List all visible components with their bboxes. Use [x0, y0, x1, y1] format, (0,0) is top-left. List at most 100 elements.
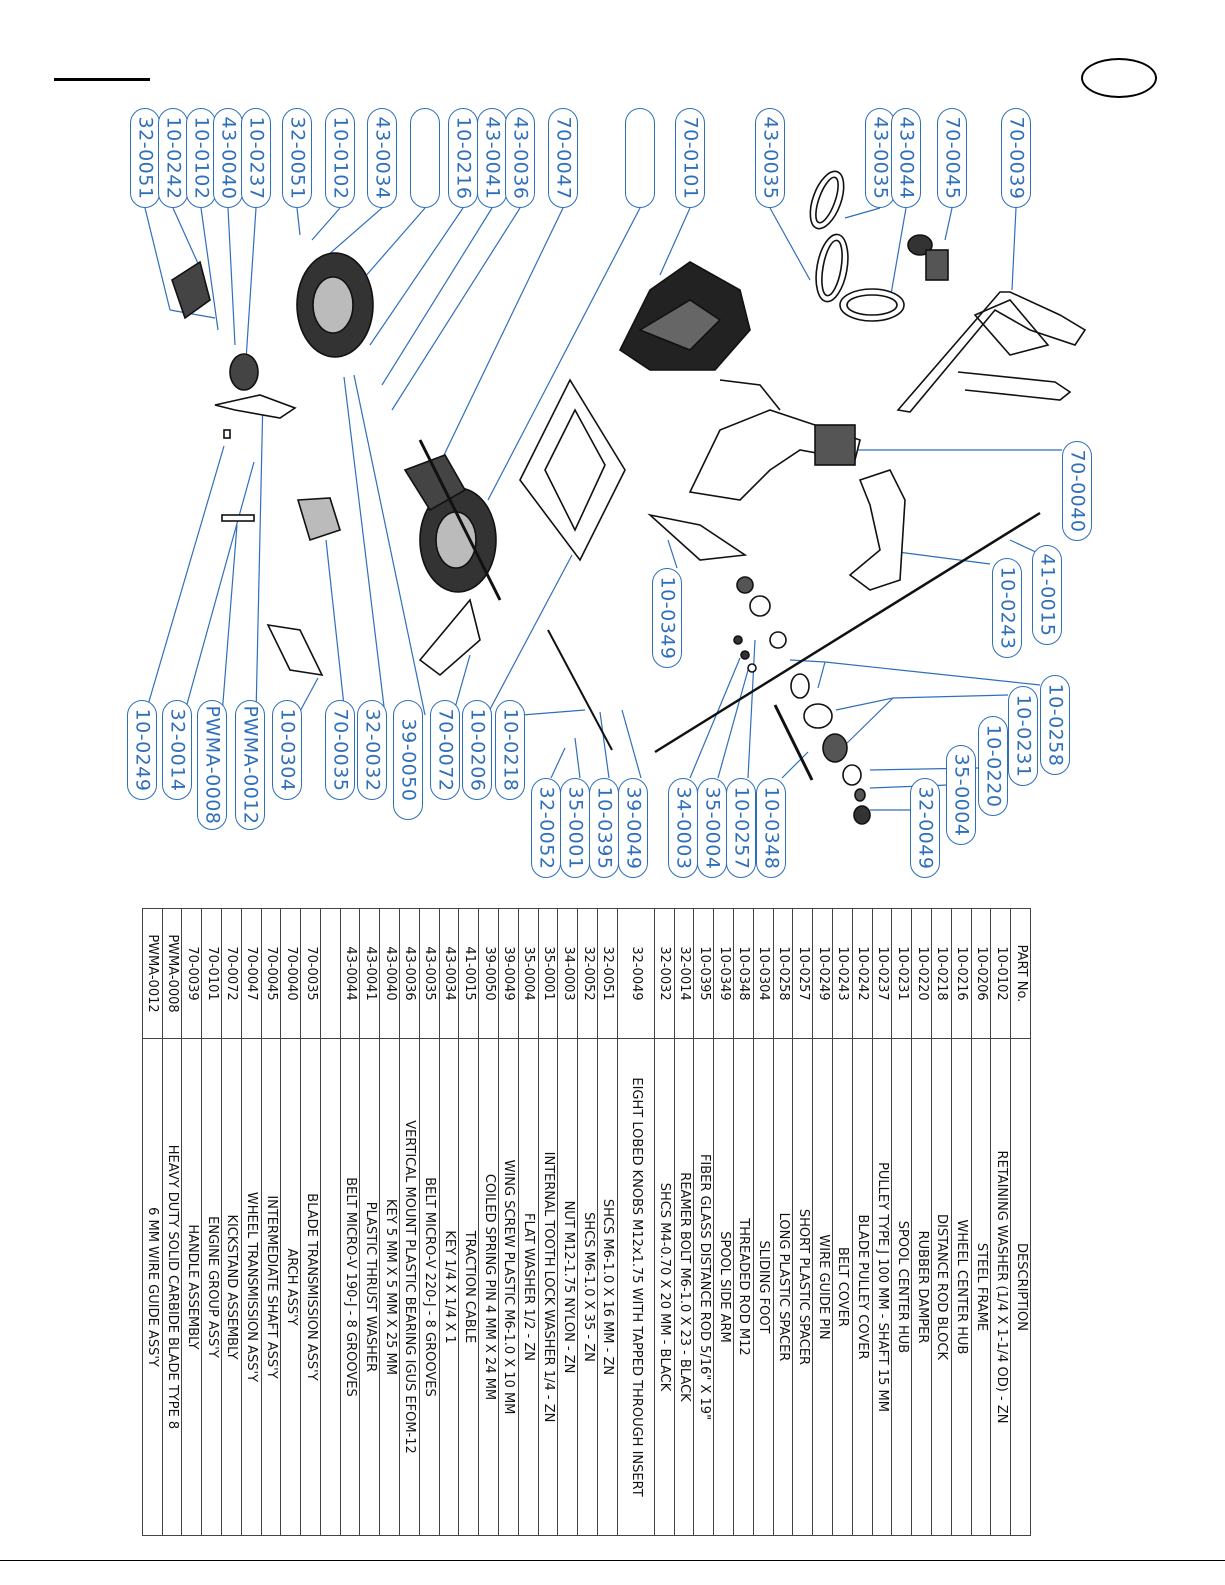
- part-number-cell: 70-0101: [201, 908, 222, 1039]
- description-cell: 6 MM WIRE GUIDE ASS'Y: [142, 1038, 163, 1536]
- callout-35-0004-a: 35-0004: [946, 745, 976, 845]
- callout-32-0051-b: 32-0051: [282, 108, 312, 208]
- part-number-cell: 70-0047: [241, 908, 262, 1039]
- description-cell: BELT MICRO-V 190-J - 8 GROOVES: [340, 1038, 360, 1536]
- callout-43-0036: 43-0036: [505, 108, 535, 208]
- callout-43-0041: 43-0041: [477, 108, 507, 208]
- part-number-cell: 35-0001: [538, 908, 558, 1039]
- description-cell: SPOOL CENTER HUB: [891, 1038, 912, 1536]
- description-cell: KICKSTAND ASSEMBLY: [221, 1038, 242, 1536]
- part-number-cell: 43-0034: [439, 908, 459, 1039]
- part-sketches: [171, 170, 1087, 825]
- description-cell: SHORT PLASTIC SPACER: [792, 1038, 813, 1536]
- description-cell: RETAINING WASHER (1/4 X 1-1/4 OD) - ZN: [990, 1038, 1011, 1536]
- description-cell: WING SCREW PLASTIC M6-1.0 X 10 MM: [498, 1038, 519, 1536]
- exploded-parts-diagram: [144, 170, 1087, 825]
- part-number-cell: 70-0039: [181, 908, 202, 1039]
- description-cell: NUT M12-1.75 NYLON - ZN: [557, 1038, 578, 1536]
- description-cell: FIBER GLASS DISTANCE ROD 5/16" X 19": [693, 1038, 714, 1536]
- page-number-oval: [1081, 58, 1157, 98]
- part-number-cell: 39-0049: [498, 908, 519, 1039]
- leader-lines: [144, 207, 1062, 811]
- part-number-cell: 10-0231: [891, 908, 912, 1039]
- callout-70-0047: 70-0047: [548, 108, 578, 208]
- callout-70-0035: 70-0035: [325, 700, 355, 800]
- callout-10-0395: 10-0395: [589, 778, 619, 878]
- callout-43-0044: 43-0044: [891, 108, 921, 208]
- part-number-cell: 10-0257: [792, 908, 813, 1039]
- description-cell: ENGINE GROUP ASS'Y: [201, 1038, 222, 1536]
- part-number-cell: 34-0003: [557, 908, 578, 1039]
- callout-10-0243: 10-0243: [992, 558, 1022, 658]
- callout-10-0206: 10-0206: [462, 700, 492, 800]
- callout-blank-a: [410, 108, 440, 208]
- callout-34-0003: 34-0003: [668, 778, 698, 878]
- callout-10-0349: 10-0349: [652, 568, 682, 668]
- description-cell: HEAVY DUTY SOLID CARBIDE BLADE TYPE 8: [162, 1038, 182, 1536]
- description-cell: SHCS M6-1.0 X 35 - ZN: [577, 1038, 598, 1536]
- part-number-cell: 43-0035: [419, 908, 440, 1039]
- callout-10-0348: 10-0348: [756, 778, 786, 878]
- description-cell: FLAT WASHER 1/2 - ZN: [518, 1038, 539, 1536]
- callout-43-0035-b: 43-0035: [865, 108, 895, 208]
- description-cell: LONG PLASTIC SPACER: [773, 1038, 793, 1536]
- callout-10-0231: 10-0231: [1008, 686, 1038, 786]
- footer-rule: [0, 1560, 1225, 1561]
- part-number-cell: 32-0049: [617, 908, 655, 1039]
- description-cell: EIGHT LOBED KNOBS M12x1.75 WITH TAPPED T…: [617, 1038, 655, 1536]
- callout-10-0258: 10-0258: [1040, 675, 1070, 775]
- description-cell: TRACTION CABLE: [458, 1038, 479, 1536]
- description-cell: REAMER BOLT M6-1.0 X 23 - BLACK: [674, 1038, 694, 1536]
- part-number-cell: 43-0040: [379, 908, 400, 1039]
- description-cell: [320, 1038, 341, 1536]
- part-number-cell: 32-0014: [674, 908, 694, 1039]
- description-cell: KEY 1/4 X 1/4 X 1: [439, 1038, 459, 1536]
- part-number-cell: 10-0218: [931, 908, 952, 1039]
- callout-10-0102-a: 10-0102: [186, 108, 216, 208]
- part-number-cell: 10-0216: [951, 908, 972, 1039]
- part-number-cell: 32-0051: [597, 908, 618, 1039]
- part-number-cell: 10-0348: [733, 908, 754, 1039]
- part-number-cell: 70-0040: [280, 908, 301, 1039]
- part-number-cell: [320, 908, 341, 1039]
- callout-43-0040: 43-0040: [213, 108, 243, 208]
- callout-10-0304: 10-0304: [272, 700, 302, 800]
- part-number-cell: 10-0243: [832, 908, 853, 1039]
- callout-10-0102-b: 10-0102: [325, 108, 355, 208]
- part-number-cell: 10-0258: [773, 908, 793, 1039]
- part-number-cell: 10-0349: [713, 908, 734, 1039]
- description-cell: SPOOL SIDE ARM: [713, 1038, 734, 1536]
- header-description: DESCRIPTION: [1010, 1038, 1031, 1536]
- part-number-cell: 70-0045: [261, 908, 281, 1039]
- description-cell: PLASTIC THRUST WASHER: [360, 1038, 380, 1536]
- callout-32-0051-a: 32-0051: [130, 108, 160, 208]
- description-cell: WHEEL TRANSMISSION ASS'Y: [241, 1038, 262, 1536]
- callout-32-0049: 32-0049: [910, 778, 940, 878]
- callout-41-0015: 41-0015: [1032, 545, 1062, 645]
- description-cell: PULLEY TYPE J 100 MM - SHAFT 15 MM: [872, 1038, 892, 1536]
- callout-32-0032: 32-0032: [357, 700, 387, 800]
- callout-43-0035-a: 43-0035: [755, 108, 785, 208]
